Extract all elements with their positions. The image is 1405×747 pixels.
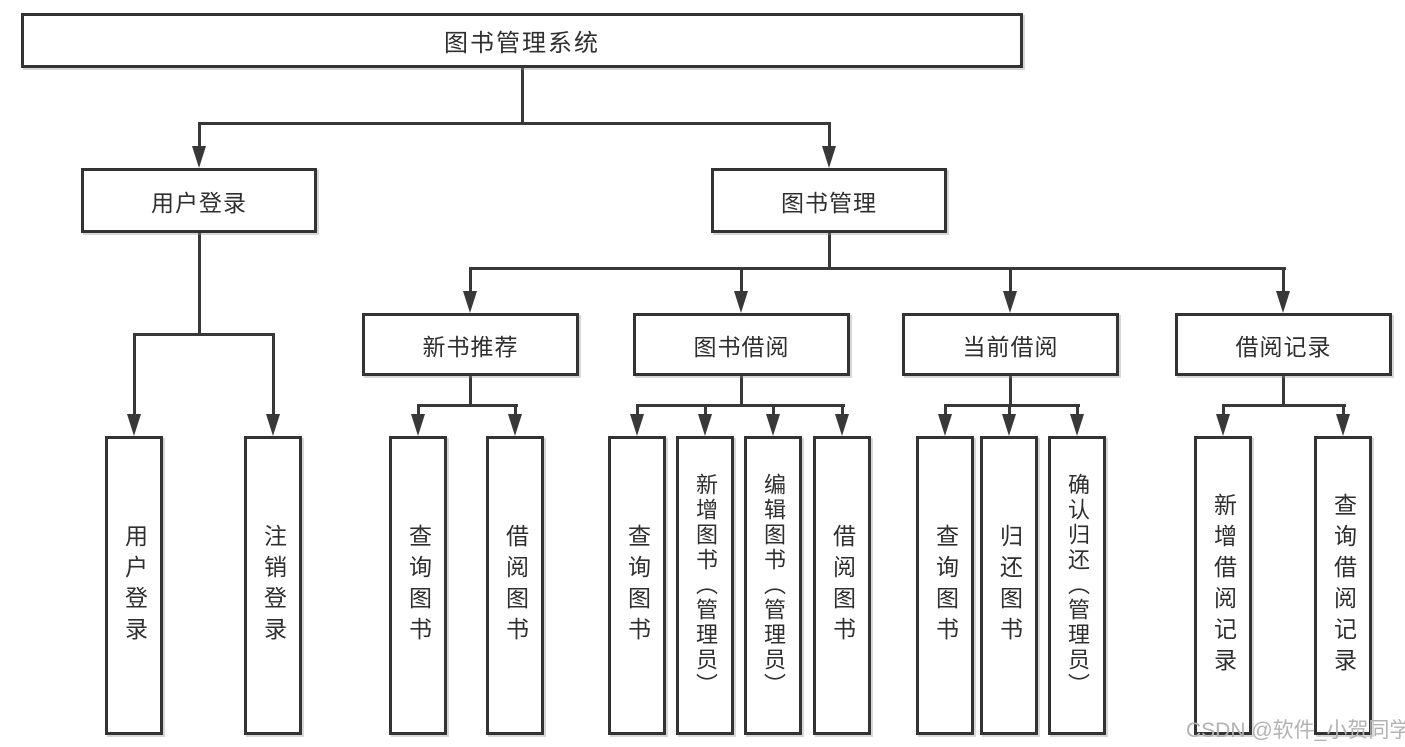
connector-line <box>1008 373 1012 407</box>
connector-line <box>635 404 845 407</box>
arrow-down-icon <box>507 414 522 436</box>
arrow-down-icon <box>765 414 780 436</box>
arrow-down-icon <box>629 414 644 436</box>
leaf-borrow-books-recommend: 借阅图书 <box>486 436 544 735</box>
arrow-down-icon <box>937 414 952 436</box>
node-book-borrowing: 图书借阅 <box>633 313 850 376</box>
leaf-edit-books-admin: 编辑图书（管理员） <box>744 436 802 735</box>
node-label: 用户登录 <box>151 189 247 216</box>
leaf-query-books-recommend: 查询图书 <box>389 436 447 735</box>
connector-line <box>840 404 844 416</box>
arrow-down-icon <box>1001 414 1016 436</box>
arrow-down-icon <box>462 291 477 313</box>
leaf-add-books-admin: 新增图书（管理员） <box>676 436 734 735</box>
leaf-label: 借阅图书 <box>829 523 856 648</box>
connector-line <box>1221 404 1225 416</box>
connector-line <box>703 404 707 416</box>
arrow-down-icon <box>410 414 425 436</box>
leaf-label: 查询图书 <box>624 523 651 648</box>
leaf-logout: 注销登录 <box>244 436 302 735</box>
connector-line <box>1008 267 1012 293</box>
connector-line <box>197 122 831 125</box>
node-current-borrowing: 当前借阅 <box>902 313 1119 376</box>
connector-line <box>513 404 517 416</box>
arrow-down-icon <box>191 146 206 168</box>
connector-line <box>468 267 1286 270</box>
arrow-down-icon <box>733 291 748 313</box>
connector-line <box>132 333 136 416</box>
connector-line <box>827 122 831 148</box>
connector-line <box>416 404 518 407</box>
leaf-label: 归还图书 <box>996 523 1023 648</box>
node-borrowing-records: 借阅记录 <box>1175 313 1392 376</box>
arrow-down-icon <box>126 414 141 436</box>
arrow-down-icon <box>697 414 712 436</box>
arrow-down-icon <box>1002 291 1017 313</box>
arrow-down-icon <box>265 414 280 436</box>
leaf-label: 查询图书 <box>405 523 432 648</box>
leaf-label: 用户登录 <box>121 523 148 648</box>
arrow-down-icon <box>1275 291 1290 313</box>
leaf-confirm-return-admin: 确认归还（管理员） <box>1048 436 1106 735</box>
leaf-label: 查询图书 <box>932 523 959 648</box>
node-label: 新书推荐 <box>422 333 519 360</box>
arrow-down-icon <box>821 146 836 168</box>
connector-line <box>635 404 639 416</box>
leaf-query-borrow-record: 查询借阅记录 <box>1314 436 1372 735</box>
leaf-label: 查询借阅记录 <box>1330 492 1357 679</box>
connector-line <box>771 404 775 416</box>
watermark: CSDN @软件_小贺同学 <box>1186 719 1405 742</box>
connector-line <box>1341 404 1345 416</box>
leaf-add-borrow-record: 新增借阅记录 <box>1194 436 1252 735</box>
connector-line <box>1281 267 1285 293</box>
leaf-label: 编辑图书（管理员） <box>761 473 786 698</box>
arrow-down-icon <box>1335 414 1350 436</box>
leaf-label: 新增借阅记录 <box>1210 492 1237 679</box>
arrow-down-icon <box>1215 414 1230 436</box>
leaf-label: 注销登录 <box>260 523 287 648</box>
connector-line <box>416 404 420 416</box>
connector-line <box>827 231 831 270</box>
leaf-label: 借阅图书 <box>502 523 529 648</box>
connector-line <box>943 404 1080 407</box>
connector-line <box>739 373 743 407</box>
leaf-label: 新增图书（管理员） <box>693 473 718 698</box>
node-label: 图书管理系统 <box>444 30 600 57</box>
connector-line <box>271 333 275 416</box>
leaf-query-books-borrowing: 查询图书 <box>608 436 666 735</box>
connector-line <box>1281 373 1285 407</box>
node-label: 当前借阅 <box>962 333 1059 360</box>
connector-line <box>1007 404 1011 416</box>
node-library-management-system: 图书管理系统 <box>21 13 1023 68</box>
leaf-label: 确认归还（管理员） <box>1065 473 1090 698</box>
connector-line <box>1075 404 1079 416</box>
connector-line <box>739 267 743 293</box>
connector-line <box>520 66 524 125</box>
node-book-management: 图书管理 <box>711 168 947 233</box>
leaf-query-books-current: 查询图书 <box>916 436 974 735</box>
connector-line <box>197 231 201 336</box>
leaf-borrow-books-borrowing: 借阅图书 <box>813 436 871 735</box>
node-label: 图书管理 <box>781 189 877 216</box>
node-label: 借阅记录 <box>1235 333 1332 360</box>
leaf-return-books: 归还图书 <box>980 436 1038 735</box>
connector-line <box>197 122 201 148</box>
node-label: 图书借阅 <box>693 333 790 360</box>
connector-line <box>468 373 472 407</box>
connector-line <box>132 333 275 336</box>
node-new-book-recommend: 新书推荐 <box>362 313 579 376</box>
leaf-user-login: 用户登录 <box>105 436 163 735</box>
arrow-down-icon <box>1069 414 1084 436</box>
connector-line <box>468 267 472 293</box>
connector-line <box>1221 404 1346 407</box>
node-user-login: 用户登录 <box>81 168 317 233</box>
arrow-down-icon <box>834 414 849 436</box>
connector-line <box>943 404 947 416</box>
